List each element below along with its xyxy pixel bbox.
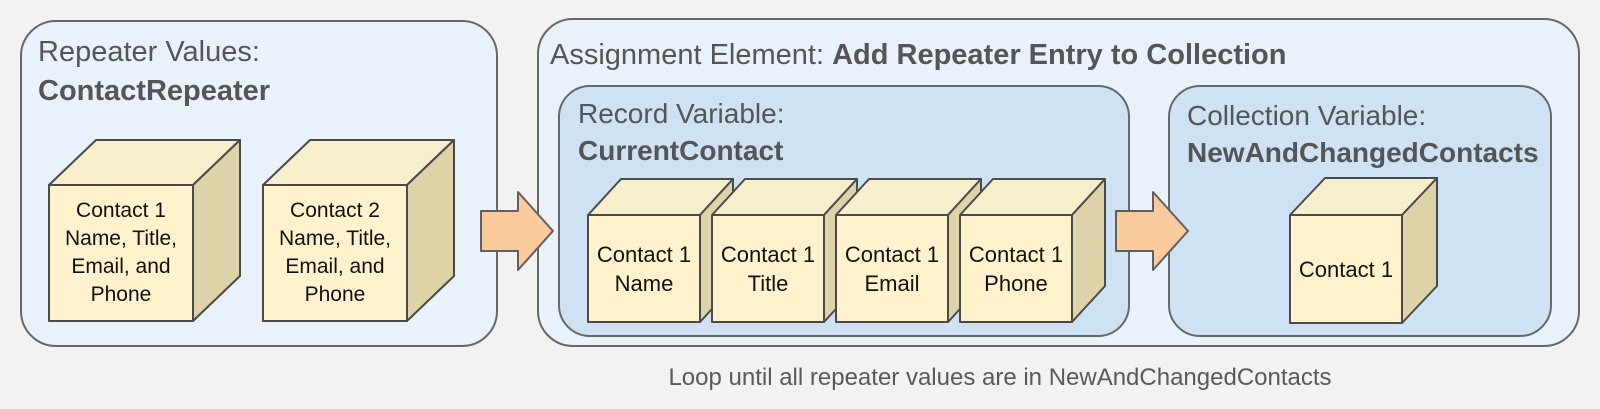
record-cube-phone: Contact 1 Phone [959,178,1106,323]
repeater-panel-title-line2: ContactRepeater [38,75,271,107]
record-panel-title: Record Variable: CurrentContact [578,95,784,169]
arrow-right-icon-2 [1115,191,1190,271]
assignment-title-prefix: Assignment Element: [550,39,833,71]
assignment-panel-title-line: Assignment Element: Add Repeater Entry t… [550,36,1286,75]
collection-panel-title-line1: Collection Variable: [1187,100,1427,131]
cube-label: Contact 1 Phone [968,241,1064,296]
cube-label: Contact 1 Name [596,241,692,296]
cube-label: Contact 1 Email [844,241,940,296]
repeater-cube-contact-1: Contact 1 Name, Title, Email, and Phone [48,139,241,322]
collection-cube-contact-1: Contact 1 [1289,177,1438,324]
assignment-title-bold: Add Repeater Entry to Collection [832,39,1287,71]
cube-label: Contact 1 Name, Title, Email, and Phone [64,199,178,306]
cube-label: Contact 2 Name, Title, Email, and Phone [278,199,392,306]
record-panel-title-line1: Record Variable: [578,98,785,129]
collection-panel-title: Collection Variable: NewAndChangedContac… [1187,97,1539,171]
cube-3d-icon [48,139,241,322]
repeater-panel-title-line1: Repeater Values: [38,36,260,68]
arrow-right-icon-1 [480,191,555,271]
assignment-panel-title: Assignment Element: Add Repeater Entry t… [550,36,1286,75]
cube-3d-icon [262,139,455,322]
cube-label: Contact 1 [1298,256,1394,282]
loop-caption: Loop until all repeater values are in Ne… [668,364,1332,391]
record-panel-title-line2: CurrentContact [578,135,784,166]
cube-3d-icon [1289,177,1438,324]
repeater-panel-title: Repeater Values: ContactRepeater [38,33,270,111]
collection-panel-title-line2: NewAndChangedContacts [1187,137,1539,168]
cube-3d-icon [959,178,1106,323]
cube-label: Contact 1 Title [720,241,816,296]
repeater-cube-contact-2: Contact 2 Name, Title, Email, and Phone [262,139,455,322]
